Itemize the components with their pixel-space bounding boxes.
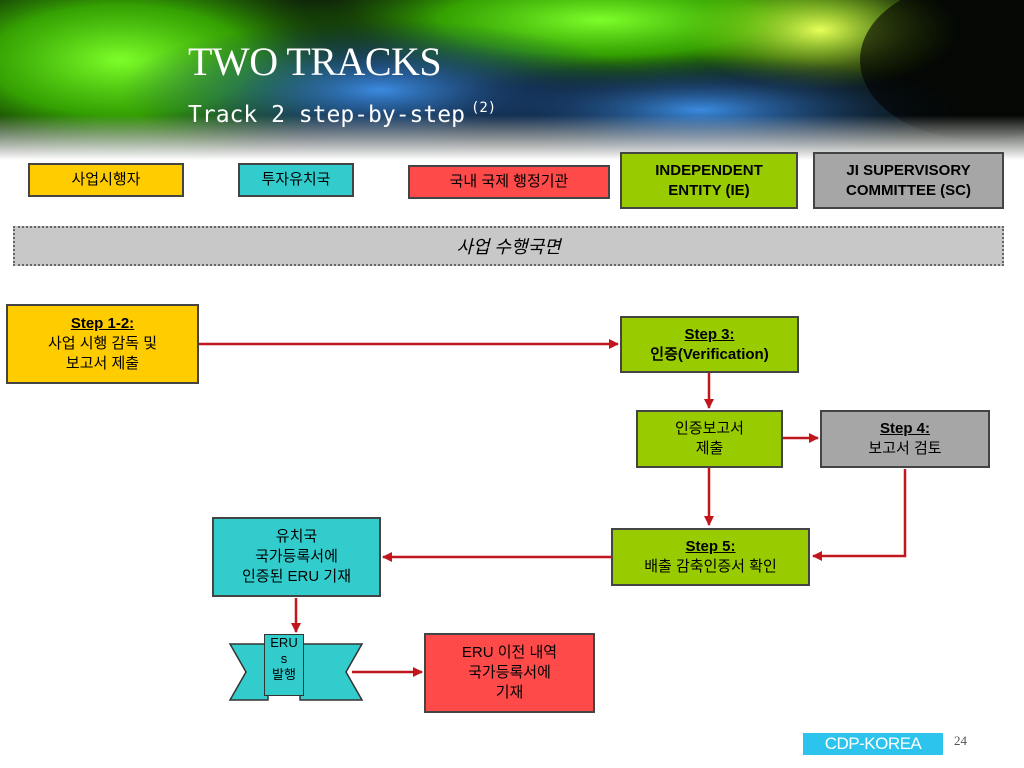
page-title: TWO TRACKS [188, 39, 442, 84]
legend-label-line: ENTITY (IE) [668, 181, 750, 199]
arrow-step4-to-step5 [812, 469, 907, 561]
step4-title: Step 4: [879, 420, 930, 437]
subtitle-text: Track 2 step-by-step [188, 102, 465, 128]
footer-brand-logo: CDP-KOREA [803, 733, 943, 755]
step12-line: 사업 시행 감독 및 [47, 335, 158, 352]
issue-line: s [280, 651, 288, 666]
phase-band-label: 사업 수행국면 [456, 237, 561, 257]
step12-line: 보고서 제출 [65, 355, 140, 372]
host-line: 국가등록서에 [255, 548, 338, 565]
report-line: 인증보고서 [674, 420, 744, 437]
transfer-line: 국가등록서에 [468, 664, 551, 681]
phase-band: 사업 수행국면 [13, 226, 1004, 266]
legend-host-country: 투자유치국 [238, 163, 354, 197]
step12-title: Step 1-2: [70, 315, 135, 332]
step3-line: 인증(Verification) [650, 345, 769, 363]
legend-label: 사업시행자 [71, 171, 141, 188]
step5-line: 배출 감축인증서 확인 [644, 558, 777, 575]
issue-line: ERU [270, 635, 298, 650]
legend-supervisory-committee: JI SUPERVISORY COMMITTEE (SC) [813, 152, 1004, 209]
legend-label-line: JI SUPERVISORY [846, 161, 971, 179]
host-line: 유치국 [275, 528, 318, 545]
subtitle-superscript: (2) [470, 100, 497, 116]
step4-box: Step 4: 보고서 검토 [820, 410, 990, 468]
page-number: 24 [954, 733, 967, 748]
host-line: 인증된 ERU 기재 [241, 568, 351, 585]
legend-label: 투자유치국 [261, 171, 331, 188]
footer-brand-text: CDP-KOREA [824, 734, 922, 753]
transfer-line: 기재 [495, 684, 524, 701]
step5-title: Step 5: [685, 538, 736, 555]
step4-line: 보고서 검토 [868, 440, 942, 457]
legend-label-line: COMMITTEE (SC) [846, 181, 971, 199]
page-subtitle: Track 2 step-by-step (2) [188, 100, 496, 128]
legend-project-participant: 사업시행자 [28, 163, 184, 197]
header-banner [0, 0, 1024, 160]
legend-national-authority: 국내 국제 행정기관 [408, 165, 610, 199]
report-line: 제출 [695, 440, 724, 457]
legend-label: 국내 국제 행정기관 [449, 173, 569, 190]
step5-box: Step 5: 배출 감축인증서 확인 [611, 528, 810, 586]
step3-box: Step 3: 인증(Verification) [620, 316, 799, 373]
legend-independent-entity: INDEPENDENT ENTITY (IE) [620, 152, 798, 209]
issue-line: 발행 [272, 667, 296, 682]
step3-title: Step 3: [684, 325, 735, 343]
legend-label-line: INDEPENDENT [655, 161, 763, 179]
transfer-line: ERU 이전 내역 [461, 644, 558, 661]
eru-ribbon-icon [228, 643, 364, 701]
